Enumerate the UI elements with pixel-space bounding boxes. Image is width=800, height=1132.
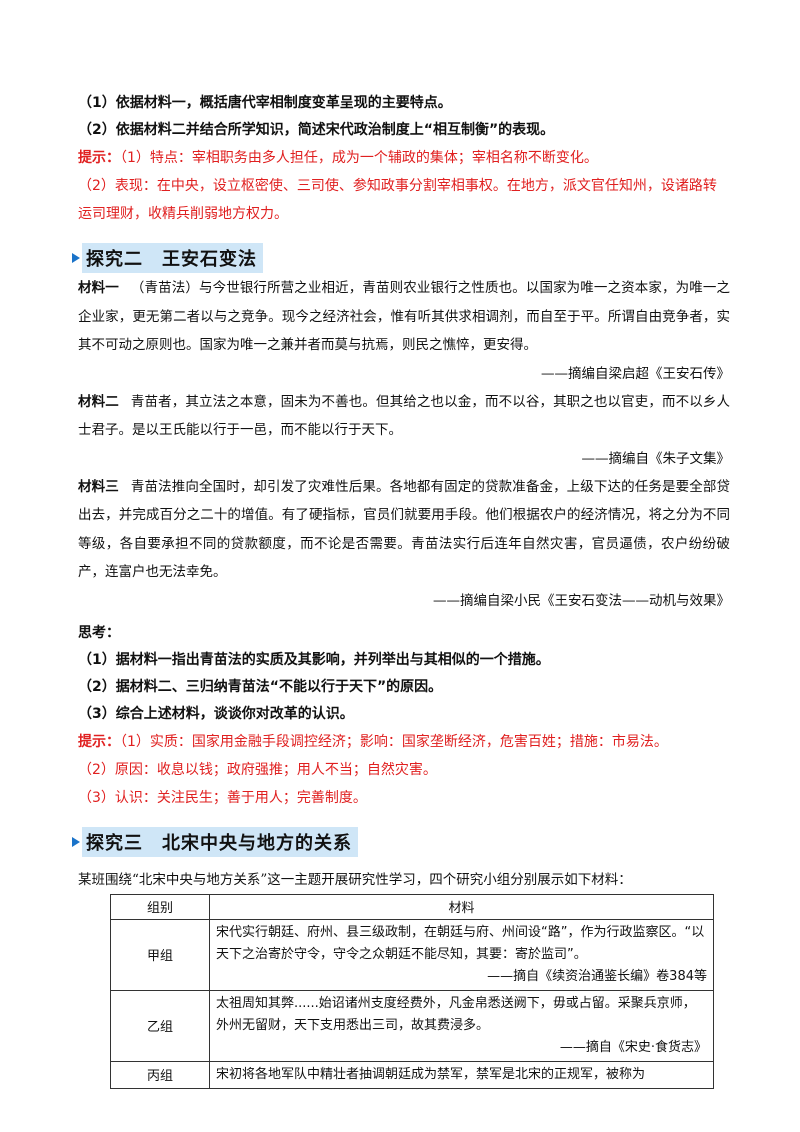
think-heading: 思考： bbox=[78, 624, 120, 641]
question: （2）据材料二、三归纳青苗法“不能以行于天下”的原因。 bbox=[78, 678, 443, 695]
group-cell: 丙组 bbox=[110, 1060, 210, 1089]
hint-line-2: （2）表现：在中央，设立枢密使、三司使、参知政事分割宰相事权。在地方，派文官任知… bbox=[78, 178, 717, 222]
document-page: （1）依据材料一，概括唐代宰相制度变革呈现的主要特点。 （2）依据材料二并结合所… bbox=[72, 90, 731, 1089]
question-2: （2）依据材料二并结合所学知识，简述宋代政治制度上“相互制衡”的表现。 bbox=[78, 122, 555, 138]
material-source: ——摘编自梁启超《王安石传》 bbox=[541, 365, 730, 382]
question-1: （1）依据材料一，概括唐代宰相制度变革呈现的主要特点。 bbox=[78, 95, 452, 111]
material-label: 材料二 bbox=[78, 393, 119, 410]
hint-line-1: 提示：（1）特点：宰相职务由多人担任，成为一个辅政的集体；宰相名称不断变化。 bbox=[78, 150, 598, 166]
material-cell: 宋初将各地军队中精壮者抽调朝廷成为禁军，禁军是北宋的正规军，被称为 bbox=[209, 1060, 714, 1089]
table-row: 乙组 太祖周知其弊......始诏诸州支度经费外，凡金帛悉送阙下，毋或占留。采聚… bbox=[110, 989, 714, 1062]
table-row: 丙组 宋初将各地军队中精壮者抽调朝廷成为禁军，禁军是北宋的正规军，被称为 bbox=[110, 1060, 714, 1089]
materials-table: 组别 材料 甲组 宋代实行朝廷、府州、县三级政制，在朝廷与府、州间设“路”，作为… bbox=[110, 893, 714, 1089]
section-title: 探究二 王安石变法 bbox=[82, 243, 263, 273]
material-cell: 太祖周知其弊......始诏诸州支度经费外，凡金帛悉送阙下，毋或占留。采聚兵京师… bbox=[209, 989, 714, 1062]
section-title: 探究三 北宋中央与地方的关系 bbox=[82, 826, 358, 857]
hint-label: 提示： bbox=[78, 733, 120, 750]
section-heading-2: 探究二 王安石变法 bbox=[72, 242, 730, 274]
table-header: 组别 bbox=[110, 893, 210, 920]
hint-line: （2）原因：收息以钱；政府强推；用人不当；自然灾害。 bbox=[78, 761, 437, 778]
group-cell: 甲组 bbox=[110, 918, 210, 991]
table-header-row: 组别 材料 bbox=[110, 893, 714, 920]
hint-label: 提示： bbox=[78, 150, 120, 166]
material-source: ——摘编自梁小民《王安石变法——动机与效果》 bbox=[433, 592, 730, 609]
hint-line: （3）认识：关注民生；善于用人；完善制度。 bbox=[78, 789, 367, 806]
question: （1）据材料一指出青苗法的实质及其影响，并列举出与其相似的一个措施。 bbox=[78, 651, 550, 668]
table-header: 材料 bbox=[209, 893, 714, 920]
question: （3）综合上述材料，谈谈你对改革的认识。 bbox=[78, 705, 354, 722]
hint-line: 提示：（1）实质：国家用金融手段调控经济；影响：国家垄断经济，危害百姓；措施：市… bbox=[78, 733, 668, 750]
triangle-icon bbox=[72, 836, 80, 847]
material-3: 材料三青苗法推向全国时，却引发了灾难性后果。各地都有固定的贷款准备金，上级下达的… bbox=[78, 478, 730, 581]
intro-text: 某班围绕“北宋中央与地方关系”这一主题开展研究性学习，四个研究小组分别展示如下材… bbox=[78, 871, 632, 888]
triangle-icon bbox=[72, 253, 80, 263]
material-1: 材料一（青苗法）与今世银行所营之业相近，青苗则农业银行之性质也。以国家为唯一之资… bbox=[78, 280, 730, 353]
material-source: ——摘编自《朱子文集》 bbox=[581, 450, 731, 467]
material-2: 材料二青苗者，其立法之本意，固未为不善也。但其给之也以金，而不以谷，其职之也以官… bbox=[78, 393, 730, 439]
group-cell: 乙组 bbox=[110, 989, 210, 1062]
material-cell: 宋代实行朝廷、府州、县三级政制，在朝廷与府、州间设“路”，作为行政监察区。“以天… bbox=[209, 918, 714, 991]
material-label: 材料一 bbox=[78, 280, 119, 296]
material-label: 材料三 bbox=[78, 478, 119, 495]
section-heading-3: 探究三 北宋中央与地方的关系 bbox=[72, 826, 730, 858]
table-row: 甲组 宋代实行朝廷、府州、县三级政制，在朝廷与府、州间设“路”，作为行政监察区。… bbox=[110, 918, 714, 991]
